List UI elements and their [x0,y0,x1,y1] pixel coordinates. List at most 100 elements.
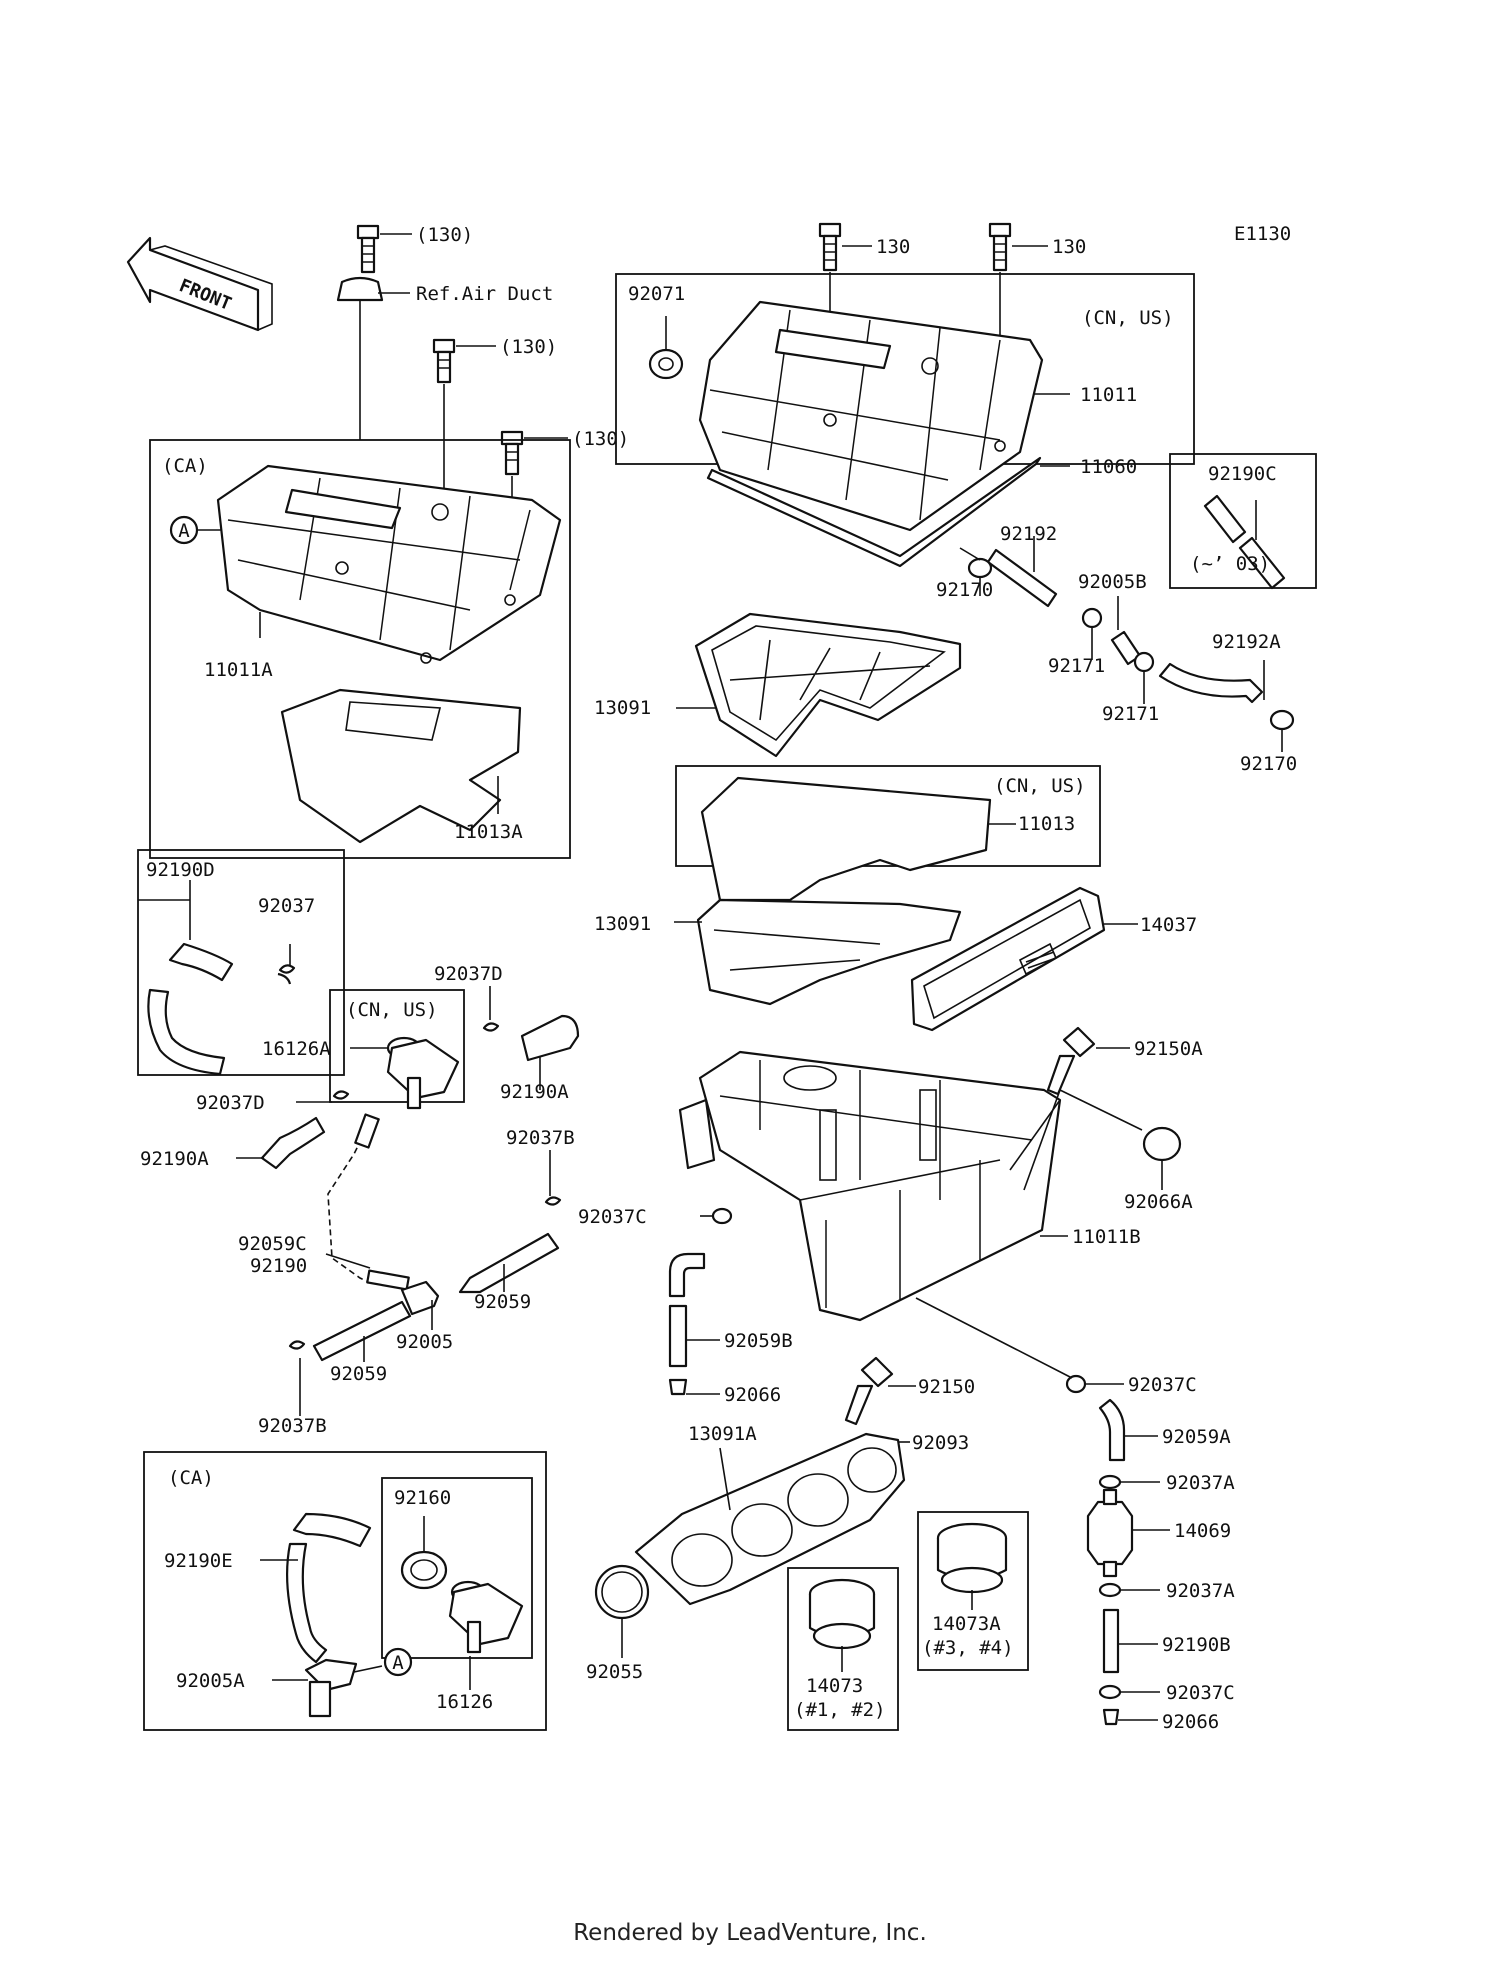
label-92037a-b: 92037A [1166,1580,1235,1602]
hose-92190d [147,988,226,1076]
air-cleaner-cover [698,300,1044,532]
joint-92005a [304,1658,358,1718]
hose-92059-b [312,1300,412,1362]
label-92066-b: 92066 [1162,1711,1219,1733]
marker-a-2-text: A [392,1652,404,1674]
bolt-130-d [818,222,842,272]
label-92160: 92160 [394,1487,451,1509]
hose-92059a [1098,1398,1126,1462]
clip-92037c-a [711,1207,733,1225]
label-ca-top: (CA) [162,455,208,477]
label-92037c-c: 92037C [1166,1682,1235,1704]
screen-14037 [910,886,1106,1032]
label-130-c: (130) [572,428,629,450]
cap-92066-a [668,1378,688,1396]
cap-92066-b [1102,1708,1120,1726]
label-92093: 92093 [912,1432,969,1454]
label-92037a-a: 92037A [1166,1472,1235,1494]
bolt-92150 [844,1356,894,1426]
hose-92190b [1102,1608,1120,1674]
label-92190b: 92190B [1162,1634,1231,1656]
funnel-14073-box [787,1567,899,1731]
cnus-group-box-left [329,989,465,1103]
hose-92059b-top [668,1252,706,1298]
duct-clip [336,276,384,302]
cap-92066a [1142,1126,1182,1162]
clamp-92170-a [967,557,993,579]
valve-16126-box [381,1477,533,1659]
label-11013a: 11013A [454,821,523,843]
label-11011b: 11011B [1072,1226,1141,1248]
clip-92037b-a [544,1196,562,1206]
label-year-03: (~’ 03) [1190,553,1270,575]
marker-a-1: A [169,515,199,545]
label-16126: 16126 [436,1691,493,1713]
label-92066a: 92066A [1124,1191,1193,1213]
label-92171-a: 92171 [1048,655,1105,677]
air-cleaner-cover-ca [216,464,562,664]
bolt-130-c [500,430,524,476]
label-92037d-b: 92037D [196,1092,265,1114]
label-13091a: 13091A [688,1423,757,1445]
clip-92037c-c [1098,1684,1122,1700]
tube-92190c-a [1203,494,1247,544]
label-92059c: 92059C [238,1233,307,1255]
label-16126a: 16126A [262,1038,331,1060]
bolt-130-e [988,222,1012,272]
marker-a-1-text: A [178,520,190,542]
clip-92037a-b [1098,1582,1122,1598]
cnus-group-box-mid [675,765,1101,867]
label-92190d: 92190D [146,859,215,881]
label-14073a: 14073A [932,1613,1001,1635]
label-92190: 92190 [250,1255,307,1277]
label-11011a: 11011A [204,659,273,681]
hose-92059c [366,1269,410,1291]
footer-credit: Rendered by LeadVenture, Inc. [573,1920,927,1946]
bolt-130-top-left [356,224,380,274]
clamp-92171-a [1081,607,1103,629]
hose-92190d-top [168,942,234,982]
bolt-130-b [432,338,456,384]
tube-92190c-box [1169,453,1317,589]
hose-92059-a [458,1232,560,1294]
clamp-92171-b [1133,651,1155,673]
label-92190c: 92190C [1208,463,1277,485]
label-11011: 11011 [1080,384,1137,406]
funnel-14073a-box [917,1511,1029,1671]
label-11060: 11060 [1080,456,1137,478]
front-arrow: FRONT [126,236,273,332]
label-ref-air-duct: Ref.Air Duct [416,283,553,305]
label-92037b-a: 92037B [506,1127,575,1149]
label-92037: 92037 [258,895,315,917]
seal-92160 [400,1550,448,1590]
label-92150a: 92150A [1134,1038,1203,1060]
case-inlet [678,1098,716,1170]
label-92055: 92055 [586,1661,643,1683]
part-labels: (130) Ref.Air Duct (130) (130) (CA) 1101… [140,224,1297,1733]
label-92059-a: 92059 [474,1291,531,1313]
grommet-92071 [648,348,684,380]
label-92037c-b: 92037C [1128,1374,1197,1396]
holder-13091a [634,1432,906,1606]
routing-hose [327,1129,409,1286]
label-92037d-a: 92037D [434,963,503,985]
label-92005a: 92005A [176,1670,245,1692]
air-cleaner-case [678,1050,1062,1322]
label-92171-b: 92171 [1102,703,1159,725]
label-cnus-top: (CN, US) [1082,307,1174,329]
label-92190a-a: 92190A [500,1081,569,1103]
clip-92037a-a [1098,1474,1122,1490]
label-ca-bottom: (CA) [168,1467,214,1489]
ca-group-box-top [149,439,571,859]
air-cleaner-element [700,776,992,902]
hose-92190a-b [260,1116,326,1170]
hose-92192a [1158,662,1264,704]
tube-92190c-b [1238,536,1286,590]
hose-92190e [286,1542,328,1664]
joint-92005 [400,1280,440,1316]
label-92190a-b: 92190A [140,1148,209,1170]
air-cleaner-element-ca [280,688,522,844]
label-130-a: (130) [416,224,473,246]
hose-92190e-top [292,1512,372,1548]
o-ring-92055 [594,1564,650,1620]
